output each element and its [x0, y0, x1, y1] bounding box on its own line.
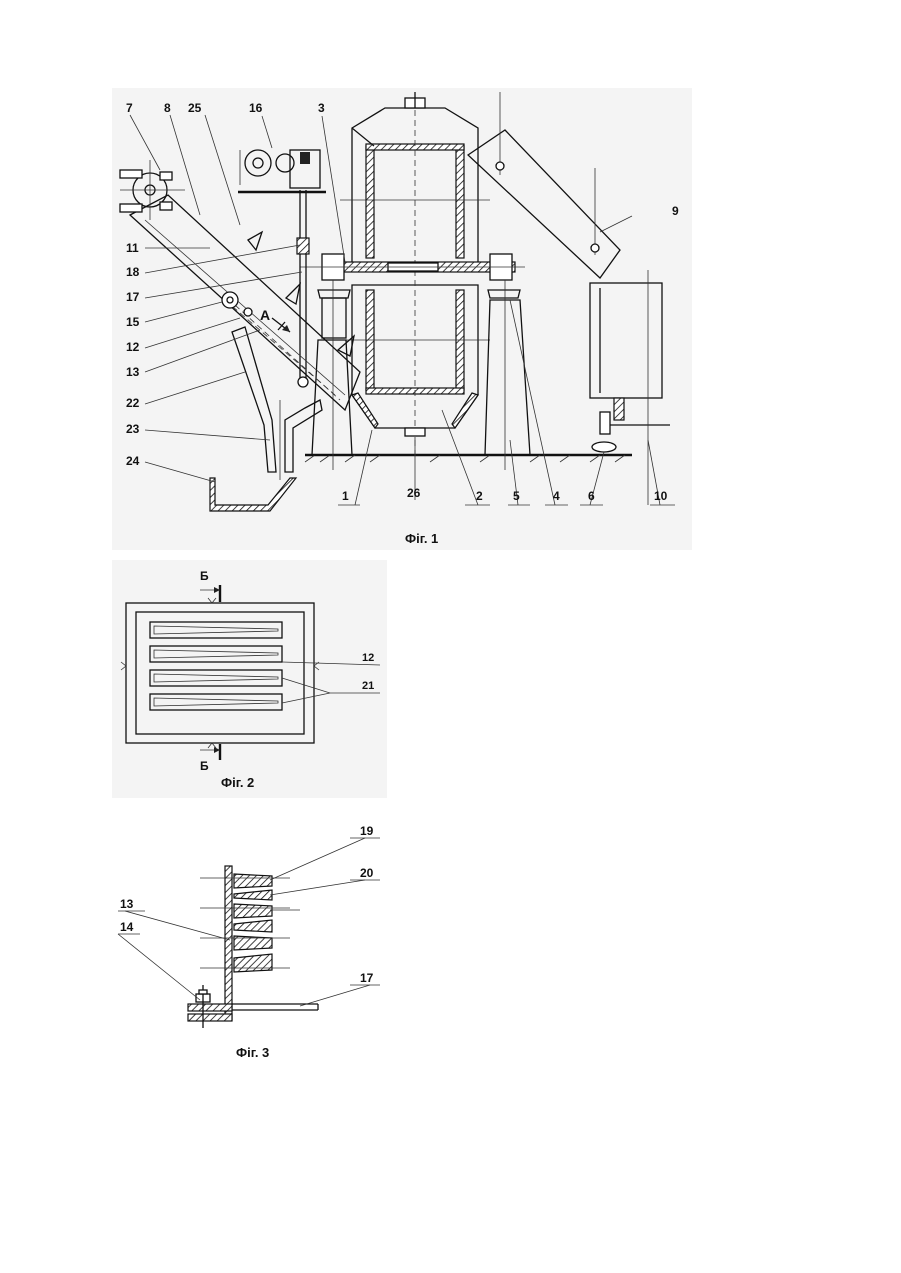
- label-13-fig3: 13: [120, 897, 134, 911]
- label-6: 6: [588, 489, 595, 503]
- label-14: 14: [120, 920, 134, 934]
- figure-3-caption: Фіг. 3: [236, 1045, 269, 1060]
- label-12-fig2: 12: [362, 652, 374, 664]
- label-17: 17: [126, 290, 140, 304]
- label-19: 19: [360, 824, 374, 838]
- label-13: 13: [126, 365, 140, 379]
- label-9: 9: [672, 204, 679, 218]
- figure-1-caption: Фіг. 1: [405, 531, 438, 546]
- label-25: 25: [188, 101, 202, 115]
- figure-2-background: [112, 560, 387, 798]
- label-11: 11: [126, 241, 139, 255]
- label-24: 24: [126, 454, 140, 468]
- label-section-b-bottom: Б: [200, 759, 209, 773]
- label-21: 21: [362, 680, 374, 692]
- label-15: 15: [126, 315, 140, 329]
- label-26: 26: [407, 486, 421, 500]
- wedge-slats: [234, 874, 272, 972]
- figure-2-drawing: Б Б 12 21 Фіг. 2: [112, 560, 387, 798]
- drive-rod-section: [232, 1004, 318, 1010]
- label-2: 2: [476, 489, 483, 503]
- label-17-fig3: 17: [360, 971, 374, 985]
- label-23: 23: [126, 422, 140, 436]
- label-10: 10: [654, 489, 668, 503]
- label-section-a: A: [260, 307, 270, 323]
- label-8: 8: [164, 101, 171, 115]
- label-1: 1: [342, 489, 349, 503]
- label-12: 12: [126, 340, 140, 354]
- label-3: 3: [318, 101, 325, 115]
- figure-2-caption: Фіг. 2: [221, 775, 254, 790]
- label-16: 16: [249, 101, 263, 115]
- label-7: 7: [126, 101, 133, 115]
- label-20: 20: [360, 866, 374, 880]
- label-22: 22: [126, 396, 140, 410]
- drum-bottom-fastener: [405, 428, 425, 436]
- label-section-b-top: Б: [200, 569, 209, 583]
- figure-1-drawing: 7 8 25 16 3 9 11 18 17 15 12 13 22 23 24…: [112, 88, 692, 550]
- label-4: 4: [553, 489, 560, 503]
- label-18: 18: [126, 265, 140, 279]
- figure-3-drawing: 19 20 13 14 17 Фіг. 3: [118, 824, 380, 1060]
- label-5: 5: [513, 489, 520, 503]
- figure-1-background: [112, 88, 692, 550]
